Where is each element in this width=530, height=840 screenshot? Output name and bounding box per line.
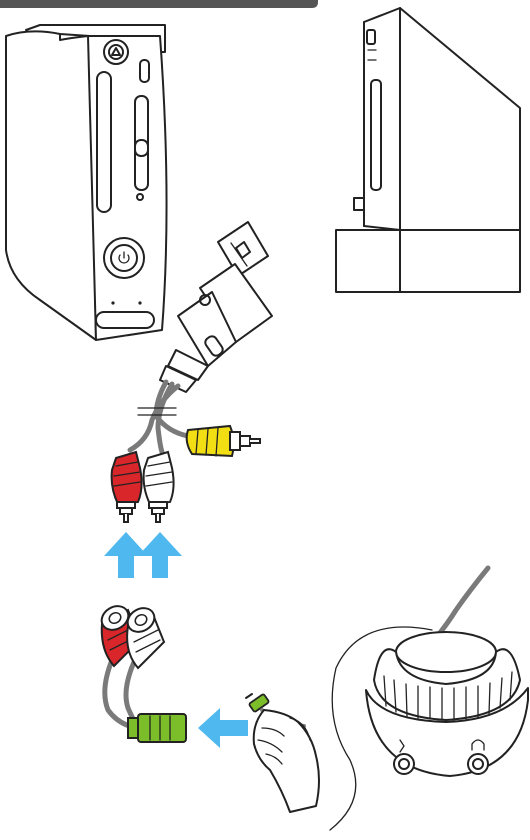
top-strip bbox=[0, 0, 318, 8]
av-cable-connector-icon bbox=[160, 222, 272, 392]
up-arrow-icon-right bbox=[138, 532, 182, 578]
red-rca-plug-icon bbox=[112, 452, 142, 522]
headset-controller-puck-icon bbox=[330, 568, 528, 830]
wii-console-icon bbox=[336, 8, 520, 292]
left-arrow-icon bbox=[198, 708, 248, 748]
rca-to-3-5mm-adapter-icon bbox=[97, 601, 186, 742]
yellow-rca-plug-icon bbox=[187, 426, 260, 456]
av-cable-strands bbox=[130, 382, 188, 452]
xbox-360-console-icon bbox=[6, 25, 167, 340]
hand-holding-plug-icon bbox=[246, 694, 319, 812]
white-rca-plug-icon bbox=[144, 452, 174, 522]
